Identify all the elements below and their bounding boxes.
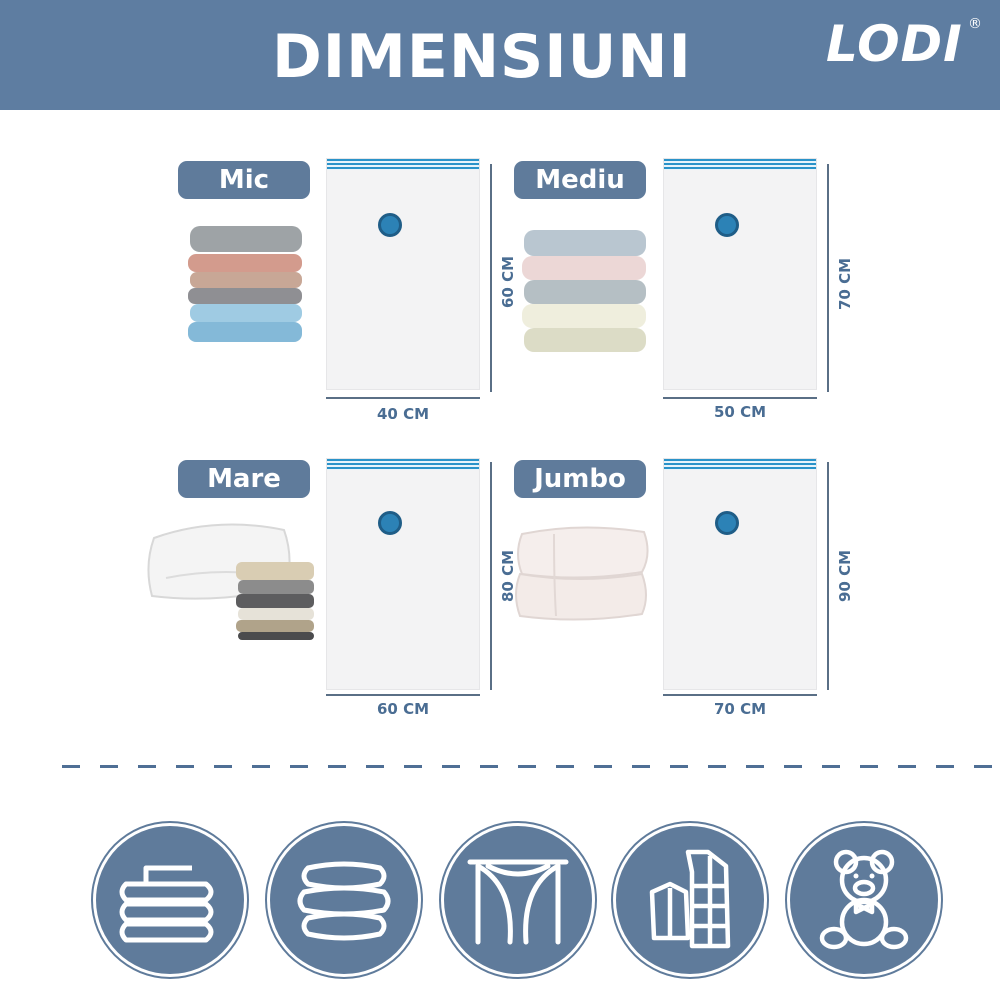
- header-banner: DIMENSIUNI LODI ®: [0, 0, 1000, 110]
- vacuum-bag-mic: [326, 158, 480, 390]
- width-label-mediu: 50 CM: [713, 403, 767, 421]
- vacuum-bag-jumbo: [663, 458, 817, 690]
- vacuum-bag-mediu: [663, 158, 817, 390]
- width-dimension-line: [326, 397, 480, 399]
- width-dimension-line: [326, 694, 480, 696]
- height-dimension-line: [827, 164, 829, 392]
- zip-seal: [664, 459, 816, 470]
- size-label-jumbo: Jumbo: [514, 460, 646, 498]
- height-label-mic: 60 CM: [499, 255, 517, 309]
- brand-logo: LODI: [826, 15, 963, 73]
- teddy-bear-icon: [790, 826, 938, 974]
- folded-sweaters-image: [188, 226, 302, 342]
- zip-seal: [327, 159, 479, 170]
- width-label-mic: 40 CM: [376, 405, 430, 423]
- folded-blankets-image: [522, 230, 646, 352]
- width-label-mare: 60 CM: [376, 700, 430, 718]
- height-dimension-line: [490, 462, 492, 690]
- valve-icon: [378, 213, 402, 237]
- vacuum-bag-mare: [326, 458, 480, 690]
- valve-icon: [378, 511, 402, 535]
- towels-icon: [96, 826, 244, 974]
- zip-seal: [327, 459, 479, 470]
- height-dimension-line: [490, 164, 492, 392]
- curtains-icon: [444, 826, 592, 974]
- clothes-icon: [616, 826, 764, 974]
- width-label-jumbo: 70 CM: [713, 700, 767, 718]
- size-label-mediu: Mediu: [514, 161, 646, 199]
- height-label-jumbo: 90 CM: [836, 549, 854, 603]
- dashed-divider: [62, 765, 992, 768]
- pillows-icon: [270, 826, 418, 974]
- height-dimension-line: [827, 462, 829, 690]
- width-dimension-line: [663, 397, 817, 399]
- height-label-mediu: 70 CM: [836, 257, 854, 311]
- valve-icon: [715, 511, 739, 535]
- zip-seal: [664, 159, 816, 170]
- registered-mark: ®: [968, 16, 982, 32]
- page-title: DIMENSIUNI: [272, 22, 692, 92]
- folded-duvet-image: [515, 526, 649, 621]
- valve-icon: [715, 213, 739, 237]
- width-dimension-line: [663, 694, 817, 696]
- size-label-mic: Mic: [178, 161, 310, 199]
- size-label-mare: Mare: [178, 460, 310, 498]
- pillows-and-towels-image: [147, 523, 314, 640]
